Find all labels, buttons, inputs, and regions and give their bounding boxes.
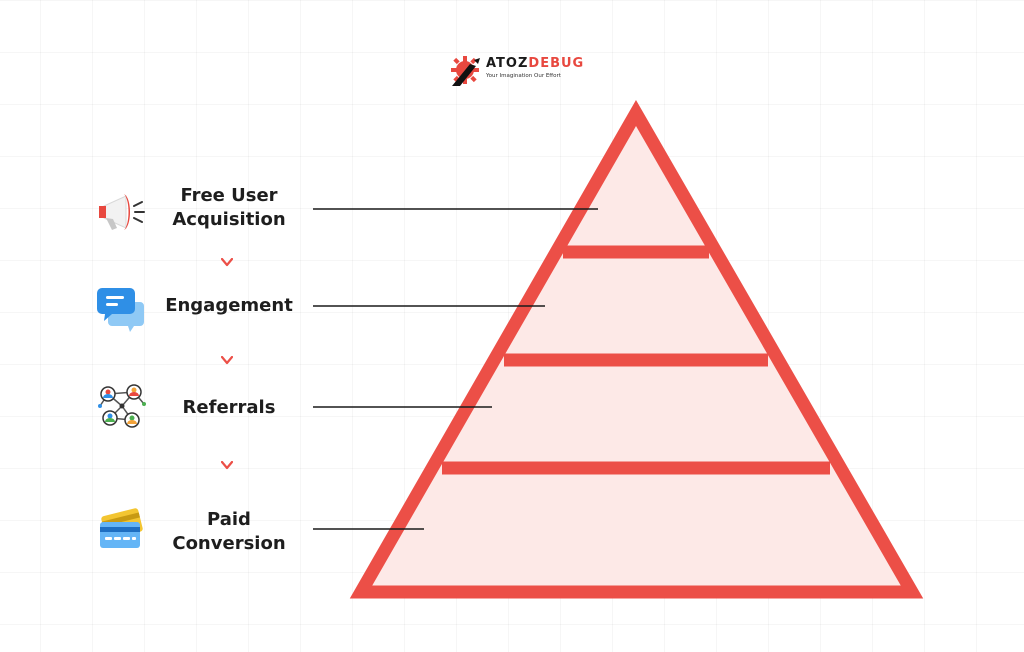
network-people-icon bbox=[98, 384, 146, 428]
chat-bubbles-icon bbox=[97, 288, 144, 332]
chevron-down-icon bbox=[221, 258, 233, 267]
stage-label-acquisition: Free User Acquisition bbox=[172, 185, 286, 230]
brand-name: ATOZDEBUG bbox=[486, 56, 585, 71]
megaphone-icon bbox=[99, 194, 145, 230]
credit-cards-icon bbox=[100, 508, 143, 548]
gear-bug-logo-icon bbox=[451, 56, 480, 86]
pyramid-fill bbox=[349, 99, 924, 599]
chevron-down-icon bbox=[221, 461, 233, 470]
stage-label-conversion: Paid Conversion bbox=[172, 509, 286, 554]
brand-tagline: Your Imagination Our Effort bbox=[486, 73, 561, 79]
stage-label-engagement: Engagement bbox=[165, 295, 293, 316]
brand-logo: ATOZDEBUG Your Imagination Our Effort bbox=[448, 50, 588, 90]
stage-label-referrals: Referrals bbox=[182, 397, 276, 418]
chevron-down-icon bbox=[221, 356, 233, 365]
